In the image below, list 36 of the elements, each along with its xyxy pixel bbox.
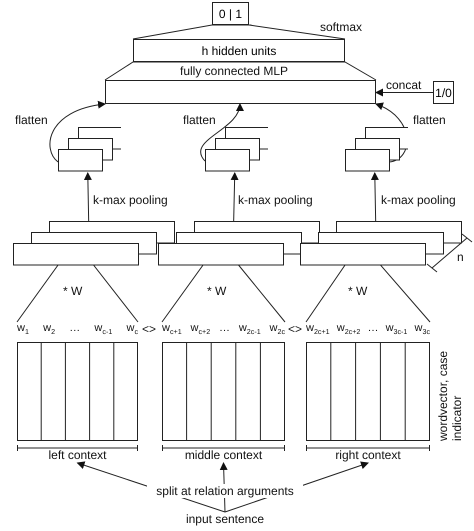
concat-layer-box xyxy=(105,80,376,104)
context-label: middle context xyxy=(184,448,264,462)
edge-label: k-max pooling xyxy=(93,193,168,207)
curved-arrow xyxy=(49,101,106,162)
edge-label: flatten xyxy=(183,113,216,127)
context-label: right context xyxy=(334,448,402,462)
funnel-lines xyxy=(132,24,346,40)
arrow xyxy=(370,172,379,222)
edge-label: * W xyxy=(207,284,226,298)
axis-note: wordvector, case indicator xyxy=(436,350,464,441)
edge-label: * W xyxy=(348,284,368,298)
edge-label: concat xyxy=(386,78,422,92)
edge-label: flatten xyxy=(413,113,446,127)
edge-label: k-max pooling xyxy=(381,193,456,207)
funnel-lines xyxy=(104,62,376,80)
word-sequence: w$_{2c+1}$ w$_{2c+2}$ … w$_{3c-1}$ w$_{3c}$ xyxy=(306,322,430,336)
arrow xyxy=(375,88,434,96)
separator-symbol: <> xyxy=(142,322,156,336)
arrow xyxy=(84,172,92,222)
context-label: left context xyxy=(47,448,108,462)
separator-symbol: <> xyxy=(288,322,302,336)
edge-label: * W xyxy=(63,284,82,298)
hidden-layer-box: h hidden units xyxy=(133,39,345,62)
word-sequence: w$_{1}$ w$_{2}$ … w$_{c-1}$ w$_{c}$ xyxy=(17,322,138,336)
input-label: input sentence xyxy=(170,512,280,528)
edge-label: softmax xyxy=(320,20,362,34)
indicator-box: 1/0 xyxy=(433,81,454,104)
curved-arrow xyxy=(200,103,243,162)
dimension-label: n xyxy=(457,250,464,264)
arrow xyxy=(230,172,239,222)
output-box: 0 | 1 xyxy=(212,2,249,25)
edge-label: flatten xyxy=(15,113,48,127)
edge-label: k-max pooling xyxy=(238,193,313,207)
annotation-text: split at relation arguments xyxy=(147,484,303,498)
word-sequence: w$_{c+1}$ w$_{c+2}$ … w$_{2c-1}$ w$_{2c}$ xyxy=(162,322,285,336)
edge-label: fully connected MLP xyxy=(180,64,288,78)
